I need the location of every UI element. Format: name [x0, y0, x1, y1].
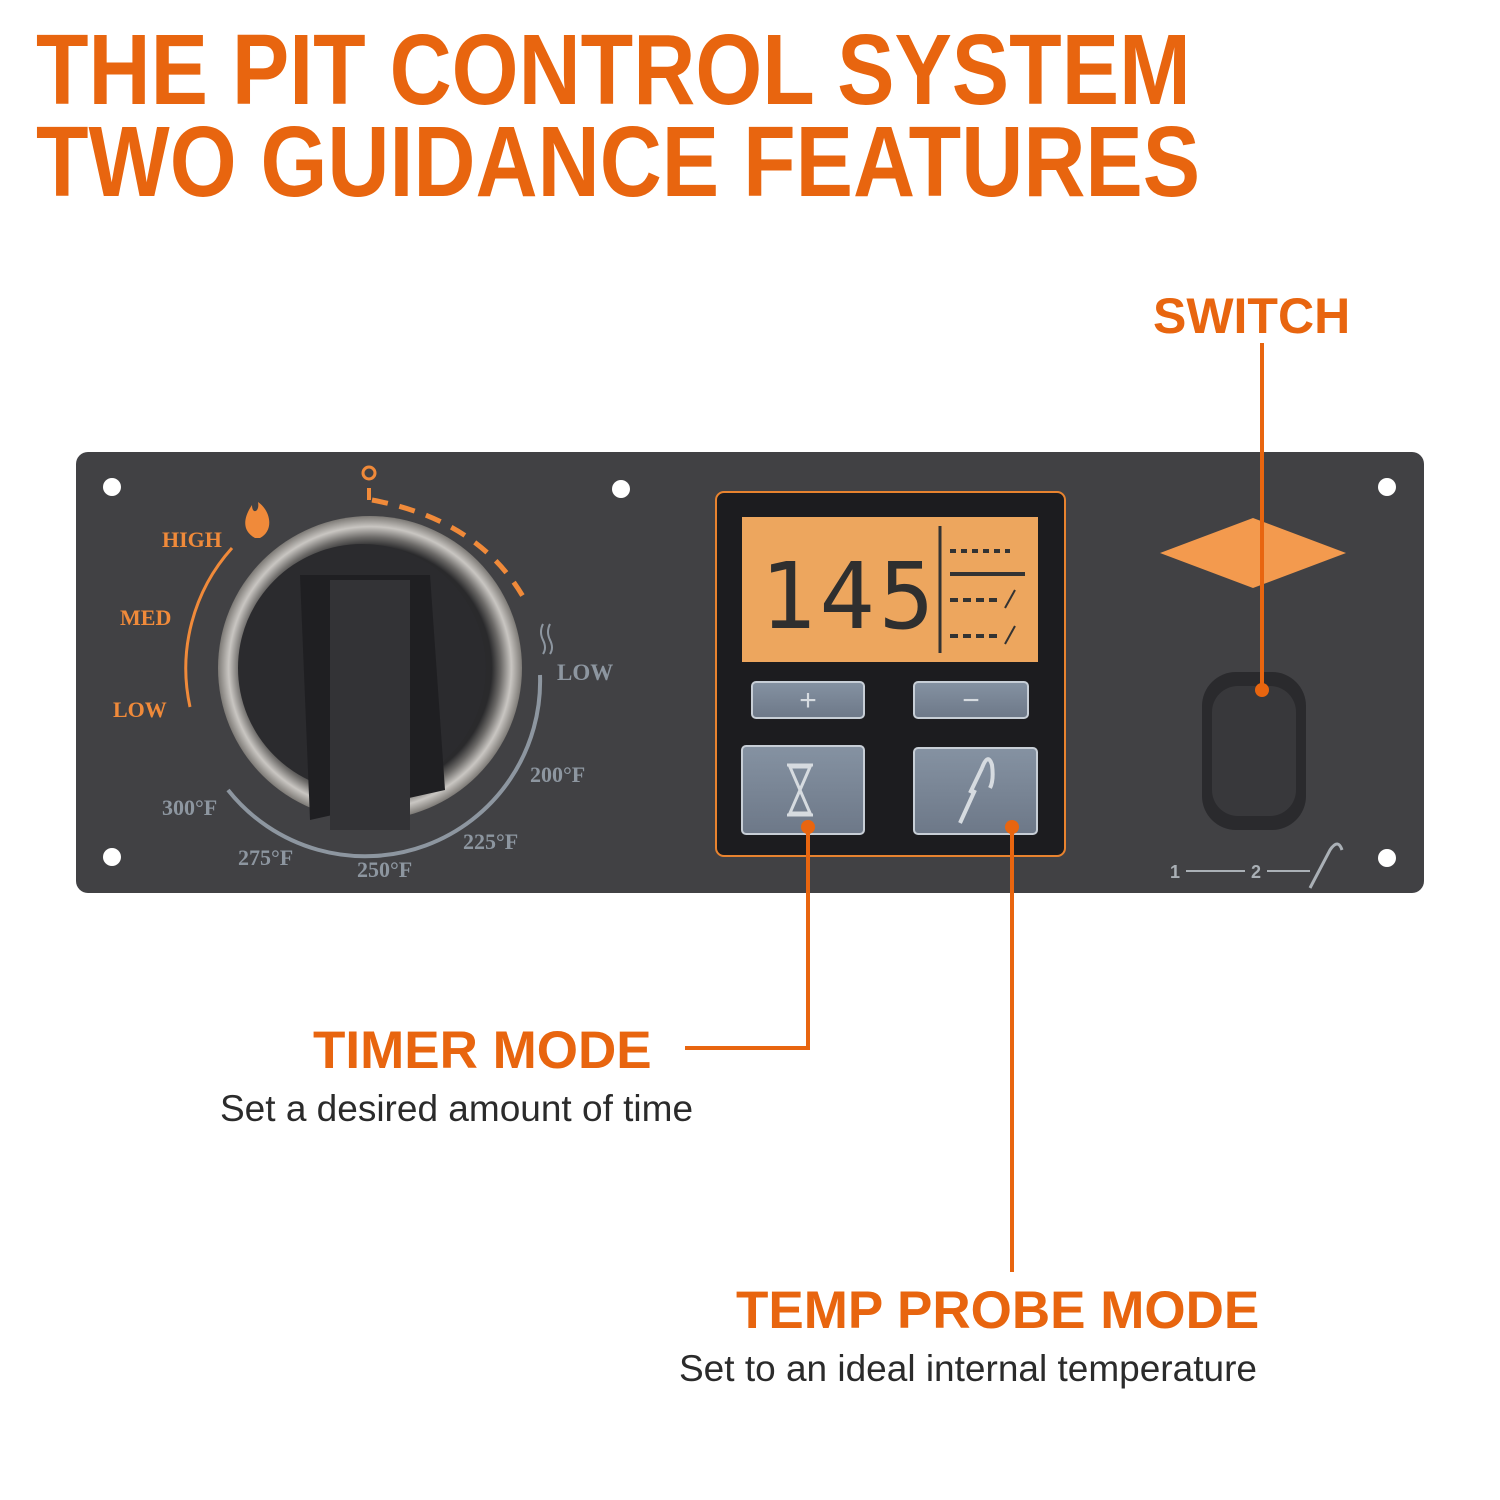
smoke-low-label: LOW — [113, 697, 167, 722]
timer-callout-desc: Set a desired amount of time — [220, 1088, 694, 1129]
switch-position-1: 1 — [1170, 862, 1180, 882]
mounting-holes — [103, 478, 1396, 867]
probe-small-icon — [1308, 842, 1344, 889]
smoke-icon — [540, 623, 553, 655]
lcd-reading: 145 — [760, 543, 938, 650]
plus-button[interactable]: + — [751, 681, 865, 719]
hourglass-icon — [787, 763, 813, 817]
timer-callout-title: TIMER MODE — [313, 1021, 652, 1080]
timer-marker-dot — [801, 820, 815, 834]
probe-marker-dot — [1005, 820, 1019, 834]
title-line-1: THE PIT CONTROL SYSTEM — [36, 14, 1191, 126]
leader-lines — [685, 343, 1264, 1272]
temp-225-label: 225°F — [463, 829, 518, 854]
flame-icon — [245, 502, 270, 538]
brand-diamond — [1160, 518, 1346, 588]
timer-button[interactable] — [741, 745, 865, 835]
smoke-high-label: HIGH — [162, 527, 222, 552]
temp-250-label: 250°F — [357, 857, 412, 882]
temp-200-label: 200°F — [530, 762, 585, 787]
probe-button[interactable] — [913, 747, 1038, 835]
minus-button[interactable]: − — [913, 681, 1029, 719]
switch-position-2: 2 — [1251, 862, 1261, 882]
minus-label: − — [962, 684, 980, 717]
probe-callout-desc: Set to an ideal internal temperature — [679, 1348, 1257, 1389]
power-off-icon — [361, 465, 377, 481]
lcd-screen — [742, 517, 1038, 662]
off-dashes — [371, 497, 528, 602]
temp-scale-arc — [226, 674, 543, 859]
temp-300-label: 300°F — [162, 795, 217, 820]
smoke-scale-arc — [184, 546, 234, 708]
title-line-2: TWO GUIDANCE FEATURES — [36, 106, 1201, 218]
temp-275-label: 275°F — [238, 845, 293, 870]
switch-marker-dot — [1255, 683, 1269, 697]
plus-label: + — [799, 684, 817, 717]
temperature-knob[interactable] — [218, 516, 522, 830]
probe-selector-switch[interactable] — [1202, 672, 1306, 830]
probe-icon — [958, 757, 995, 824]
switch-callout-title: SWITCH — [1153, 288, 1351, 344]
probe-callout-title: TEMP PROBE MODE — [736, 1281, 1260, 1340]
smoke-med-label: MED — [120, 605, 171, 630]
temp-low-label: LOW — [557, 660, 613, 685]
lcd-indicators — [950, 549, 1025, 645]
